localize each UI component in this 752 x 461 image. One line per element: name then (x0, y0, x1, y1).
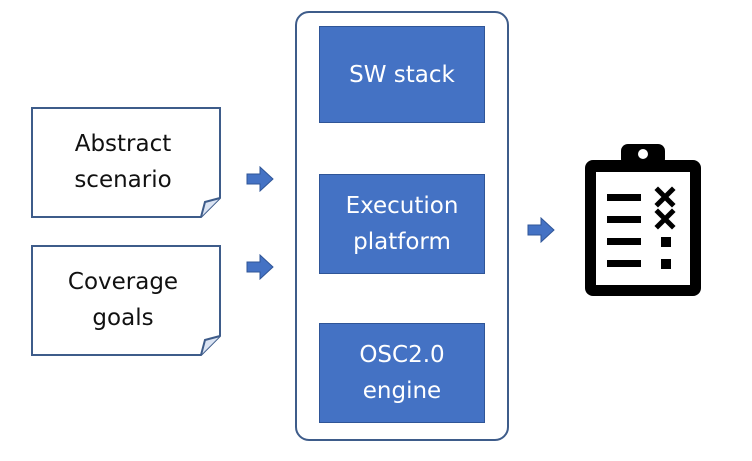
system-container: SW stack Execution platform OSC2.0 engin… (295, 11, 509, 441)
input-note-coverage-goals: Coverage goals (31, 245, 223, 357)
note-text-line: Abstract (74, 131, 172, 157)
block-label: Execution (345, 193, 459, 219)
block-label: SW stack (349, 61, 455, 88)
note-text-line: Coverage (67, 269, 179, 295)
note-shape (31, 107, 221, 218)
block-sw-stack: SW stack (319, 26, 485, 123)
note-text-line: goals (92, 305, 154, 331)
block-label: OSC2.0 (359, 342, 445, 368)
note-shape (31, 245, 221, 356)
block-execution-platform: Execution platform (319, 174, 485, 274)
block-label: platform (353, 229, 451, 255)
arrow-right-icon (246, 254, 274, 280)
input-note-abstract-scenario: Abstract scenario (31, 107, 223, 219)
note-text-line: scenario (74, 167, 172, 193)
arrow-right-icon (246, 166, 274, 192)
block-label: engine (362, 378, 442, 404)
checklist-clipboard-icon (585, 144, 701, 296)
arrow-right-icon (527, 217, 555, 243)
block-osc-engine: OSC2.0 engine (319, 323, 485, 423)
